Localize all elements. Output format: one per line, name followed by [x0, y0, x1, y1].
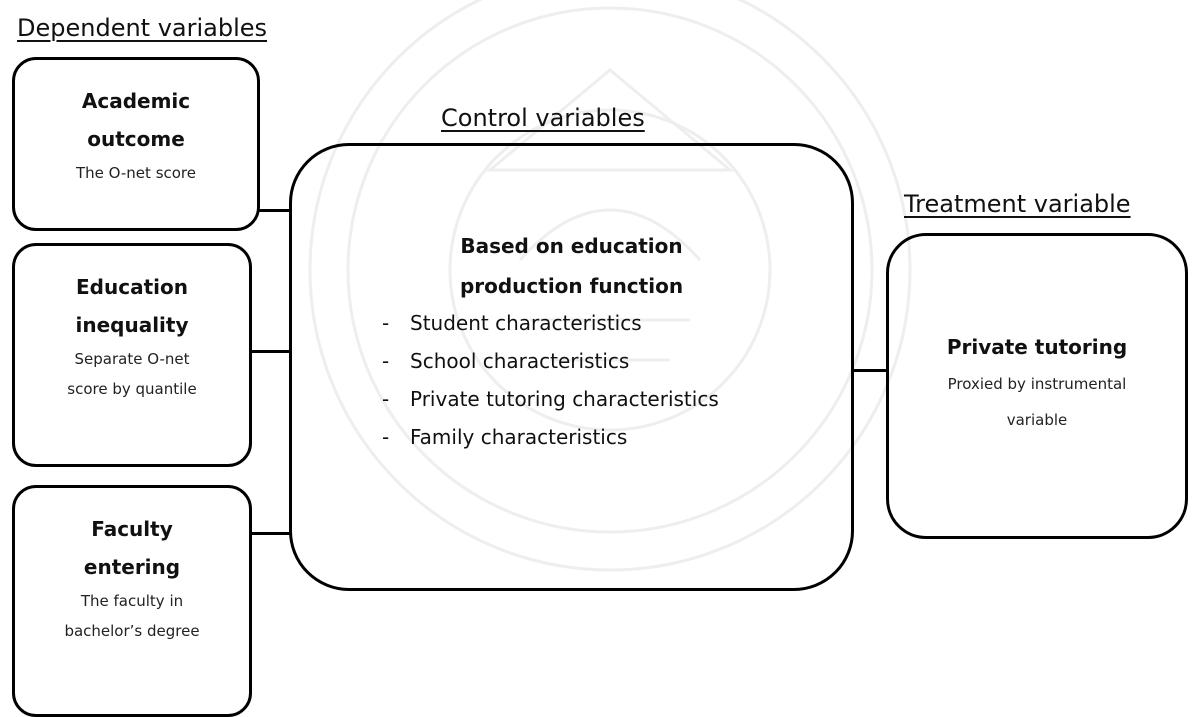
- list-item: -Private tutoring characteristics: [382, 380, 851, 418]
- dependent-box-title: Academic outcome: [15, 82, 257, 158]
- title-line: entering: [83, 555, 181, 579]
- desc-line: bachelor’s degree: [64, 622, 200, 640]
- dependent-box-title: Education inequality: [15, 268, 249, 344]
- control-variables-box: Based on education production function -…: [289, 143, 854, 591]
- desc-line: The faculty in: [80, 592, 184, 610]
- connector-line: [258, 209, 291, 212]
- control-box-title: Based on education production function: [292, 226, 851, 306]
- treatment-box-description: Proxied by instrumental variable: [889, 366, 1185, 438]
- desc-line: score by quantile: [67, 380, 197, 398]
- heading-dependent-variables: Dependent variables: [17, 14, 268, 42]
- title-line: Faculty: [91, 517, 173, 541]
- dependent-box-faculty-entering: Faculty entering The faculty in bachelor…: [12, 485, 252, 717]
- desc-line: Proxied by instrumental: [947, 375, 1127, 393]
- dependent-box-description: The O-net score: [15, 158, 257, 188]
- dependent-box-title: Faculty entering: [15, 510, 249, 586]
- dependent-box-description: The faculty in bachelor’s degree: [15, 586, 249, 646]
- treatment-box-title: Private tutoring: [946, 335, 1128, 359]
- list-item: -Student characteristics: [382, 304, 851, 342]
- list-item-label: Private tutoring characteristics: [410, 387, 719, 411]
- list-item: -Family characteristics: [382, 418, 851, 456]
- title-line: inequality: [75, 313, 189, 337]
- bullet-dash: -: [382, 425, 390, 449]
- title-line: production function: [459, 274, 684, 298]
- connector-line: [852, 369, 888, 372]
- connector-line: [250, 532, 291, 535]
- heading-control-variables: Control variables: [441, 104, 645, 132]
- title-line: outcome: [87, 127, 185, 151]
- desc-line: variable: [1006, 411, 1068, 429]
- list-item-label: Student characteristics: [410, 311, 642, 335]
- dependent-box-education-inequality: Education inequality Separate O-net scor…: [12, 243, 252, 467]
- control-variable-list: -Student characteristics -School charact…: [382, 304, 851, 456]
- title-line: Based on education: [460, 234, 683, 258]
- dependent-box-academic-outcome: Academic outcome The O-net score: [12, 57, 260, 231]
- list-item: -School characteristics: [382, 342, 851, 380]
- treatment-variable-box: Private tutoring Proxied by instrumental…: [886, 233, 1188, 539]
- connector-line: [250, 350, 291, 353]
- list-item-label: Family characteristics: [410, 425, 628, 449]
- bullet-dash: -: [382, 349, 390, 373]
- title-line: Education: [76, 275, 188, 299]
- title-line: Academic: [81, 89, 191, 113]
- list-item-label: School characteristics: [410, 349, 630, 373]
- heading-treatment-variable: Treatment variable: [904, 190, 1131, 218]
- desc-line: Separate O-net: [74, 350, 190, 368]
- desc-line: The O-net score: [76, 164, 196, 182]
- dependent-box-description: Separate O-net score by quantile: [15, 344, 249, 404]
- bullet-dash: -: [382, 311, 390, 335]
- bullet-dash: -: [382, 387, 390, 411]
